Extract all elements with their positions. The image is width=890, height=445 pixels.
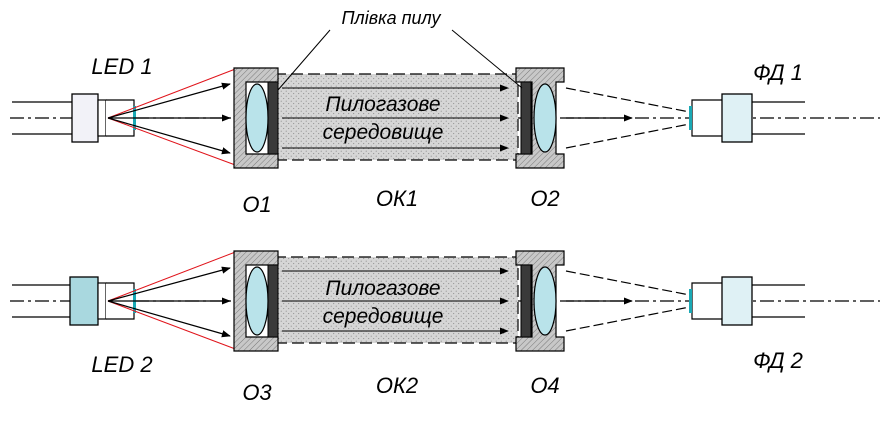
photodiode-1-body (721, 93, 753, 143)
lens-housing-o4 (515, 250, 565, 352)
lens-o3 (245, 266, 269, 336)
beam-edge-bottom-upper (107, 250, 239, 302)
pd2-label: ФД 2 (753, 348, 803, 373)
lens-o1 (245, 83, 269, 153)
led2-emitter (12, 276, 136, 326)
dust-film-label: Плівка пилу (342, 8, 442, 28)
photodiode-2 (689, 276, 805, 326)
lens-o3-label: O3 (242, 380, 272, 405)
led1-label: LED 1 (91, 54, 152, 79)
medium2-line2: середовище (323, 305, 444, 328)
ray-bottom-3 (107, 300, 231, 338)
medium2-line1: Пилогазове (325, 277, 440, 300)
bottom-channel (10, 250, 880, 352)
led1-body (71, 93, 99, 143)
lens-housing-o2 (515, 67, 565, 169)
ray-top-3 (107, 117, 231, 155)
photodiode-2-body (721, 276, 753, 326)
lens-o2-label: O2 (530, 186, 559, 211)
ray-bottom-1 (107, 266, 231, 302)
photodiode-1 (689, 93, 805, 143)
lens-o2 (533, 83, 557, 153)
dust-film-leader-left (277, 29, 331, 91)
medium1-line1: Пилогазове (325, 93, 440, 116)
ray-top-1 (107, 82, 231, 119)
dust-film-leader-right (451, 29, 523, 89)
led2-body (69, 276, 99, 326)
lens-housing-o3 (233, 250, 279, 352)
pd1-label: ФД 1 (753, 60, 803, 85)
chamber-ok2 (273, 256, 519, 344)
beam-edge-top-lower (107, 117, 239, 167)
lens-o1-label: O1 (242, 192, 271, 217)
medium1-line2: середовище (323, 121, 444, 144)
chamber-ok1-label: ОК1 (376, 186, 418, 211)
lens-housing-o1 (233, 67, 279, 169)
led2-label: LED 2 (91, 352, 152, 377)
top-channel (10, 29, 880, 169)
beam-edge-bottom-lower (107, 300, 239, 351)
chamber-ok1 (273, 73, 519, 161)
beam-edge-top-upper (107, 67, 239, 119)
lens-o4-label: O4 (530, 373, 559, 398)
chamber-ok2-label: ОК2 (376, 373, 418, 398)
lens-o4 (533, 266, 557, 336)
